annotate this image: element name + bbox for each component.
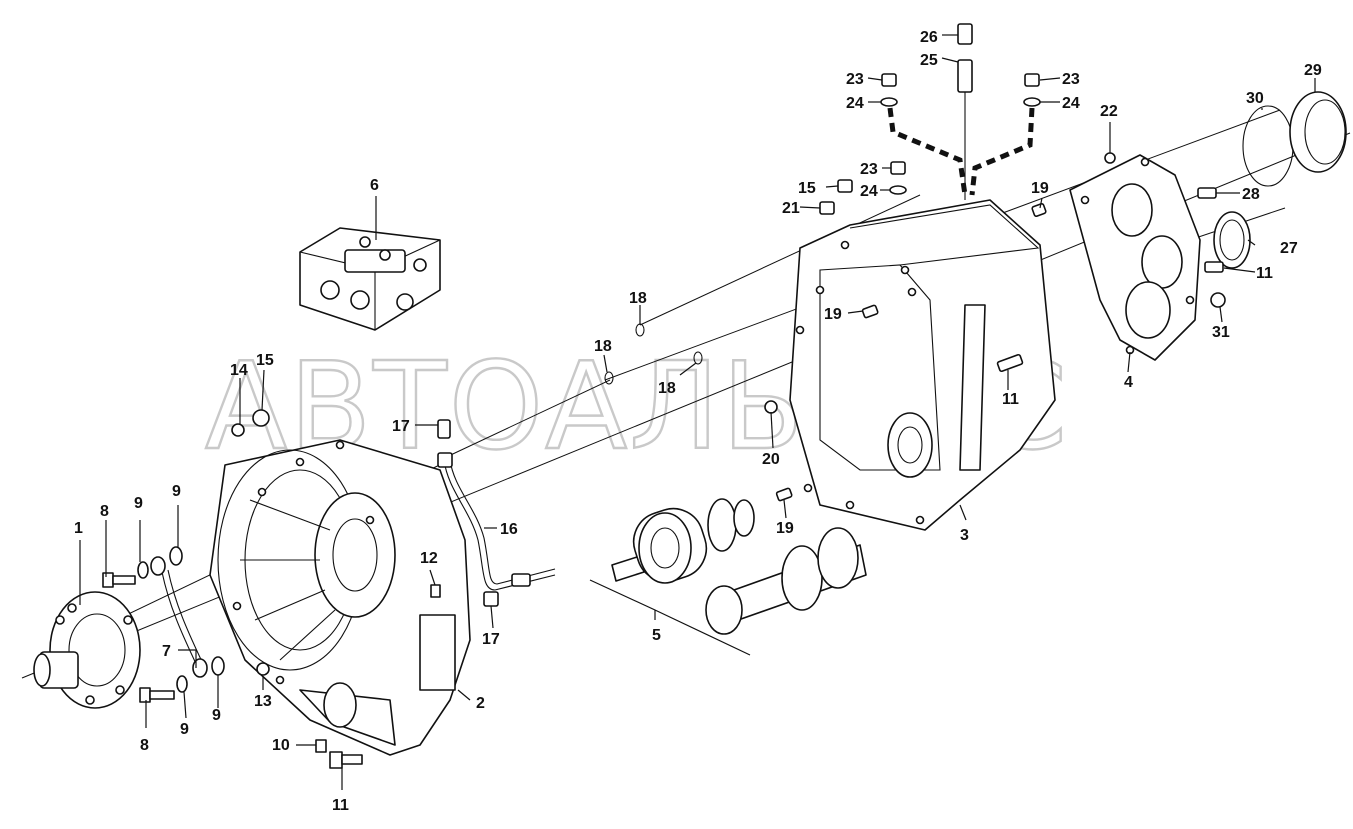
callout-4: 4 xyxy=(1124,374,1133,391)
callout-15-top: 15 xyxy=(798,180,816,197)
valve-block xyxy=(299,227,441,331)
callout-13: 13 xyxy=(254,693,272,710)
rear-cover xyxy=(1069,154,1201,361)
callout-30: 30 xyxy=(1246,90,1264,107)
o-ring-30 xyxy=(1242,105,1294,187)
callout-24-mid: 24 xyxy=(860,183,878,200)
callout-11-cover: 11 xyxy=(1256,265,1273,282)
callout-24-left: 24 xyxy=(846,95,864,112)
gearbox-housing xyxy=(789,199,1056,531)
callout-16: 16 xyxy=(500,521,518,538)
callout-23-left: 23 xyxy=(846,71,864,88)
callout-28: 28 xyxy=(1242,186,1260,203)
callout-11-lower: 11 xyxy=(332,797,349,814)
callout-9-d: 9 xyxy=(212,707,221,724)
callout-8-lower: 8 xyxy=(140,737,149,754)
callout-22: 22 xyxy=(1100,103,1118,120)
callout-12: 12 xyxy=(420,550,438,567)
dashed-connection-lines xyxy=(887,107,1035,196)
cap-29 xyxy=(1289,91,1347,173)
callout-25: 25 xyxy=(920,52,938,69)
callout-23-mid: 23 xyxy=(860,161,878,178)
callout-9-b: 9 xyxy=(172,483,181,500)
callout-2: 2 xyxy=(476,695,485,712)
callout-18-c: 18 xyxy=(658,380,676,397)
callout-8-upper: 8 xyxy=(100,503,109,520)
oil-pipe xyxy=(150,556,208,678)
callout-labels: 1 2 3 4 5 6 7 8 8 9 9 9 9 10 11 11 11 12… xyxy=(74,29,1322,814)
callout-27: 27 xyxy=(1280,240,1298,257)
callout-29: 29 xyxy=(1304,62,1322,79)
callout-6: 6 xyxy=(370,177,379,194)
callout-11-housing: 11 xyxy=(1002,391,1019,408)
callout-19-top: 19 xyxy=(1031,180,1049,197)
callout-7: 7 xyxy=(162,643,171,660)
callout-26: 26 xyxy=(920,29,938,46)
callout-10: 10 xyxy=(272,737,290,754)
callout-18-b: 18 xyxy=(594,338,612,355)
callout-31: 31 xyxy=(1212,324,1230,341)
upper-fittings xyxy=(604,23,1226,502)
small-fittings xyxy=(231,409,499,753)
callout-15-housing: 15 xyxy=(256,352,274,369)
bolt-11-lower xyxy=(329,751,363,769)
seal-27 xyxy=(1213,211,1251,269)
callout-24-right: 24 xyxy=(1062,95,1080,112)
callout-17-upper: 17 xyxy=(392,418,410,435)
bolt-8-lower xyxy=(139,687,175,703)
callout-3: 3 xyxy=(960,527,969,544)
callout-18-a: 18 xyxy=(629,290,647,307)
pipe-16 xyxy=(437,452,556,591)
leader-lines xyxy=(79,34,1316,790)
callout-21: 21 xyxy=(782,200,800,217)
callout-5: 5 xyxy=(652,627,661,644)
callout-19-mid: 19 xyxy=(824,306,842,323)
callout-19-low: 19 xyxy=(776,520,794,537)
callout-20: 20 xyxy=(762,451,780,468)
gear-shafts xyxy=(611,498,867,635)
callout-9-a: 9 xyxy=(134,495,143,512)
callout-9-c: 9 xyxy=(180,721,189,738)
callout-17-lower: 17 xyxy=(482,631,500,648)
converter-housing xyxy=(209,439,471,756)
callout-14: 14 xyxy=(230,362,248,379)
callout-23-right: 23 xyxy=(1062,71,1080,88)
oil-pump xyxy=(33,591,141,709)
bolt-8-upper xyxy=(102,572,136,588)
callout-1: 1 xyxy=(74,520,83,537)
